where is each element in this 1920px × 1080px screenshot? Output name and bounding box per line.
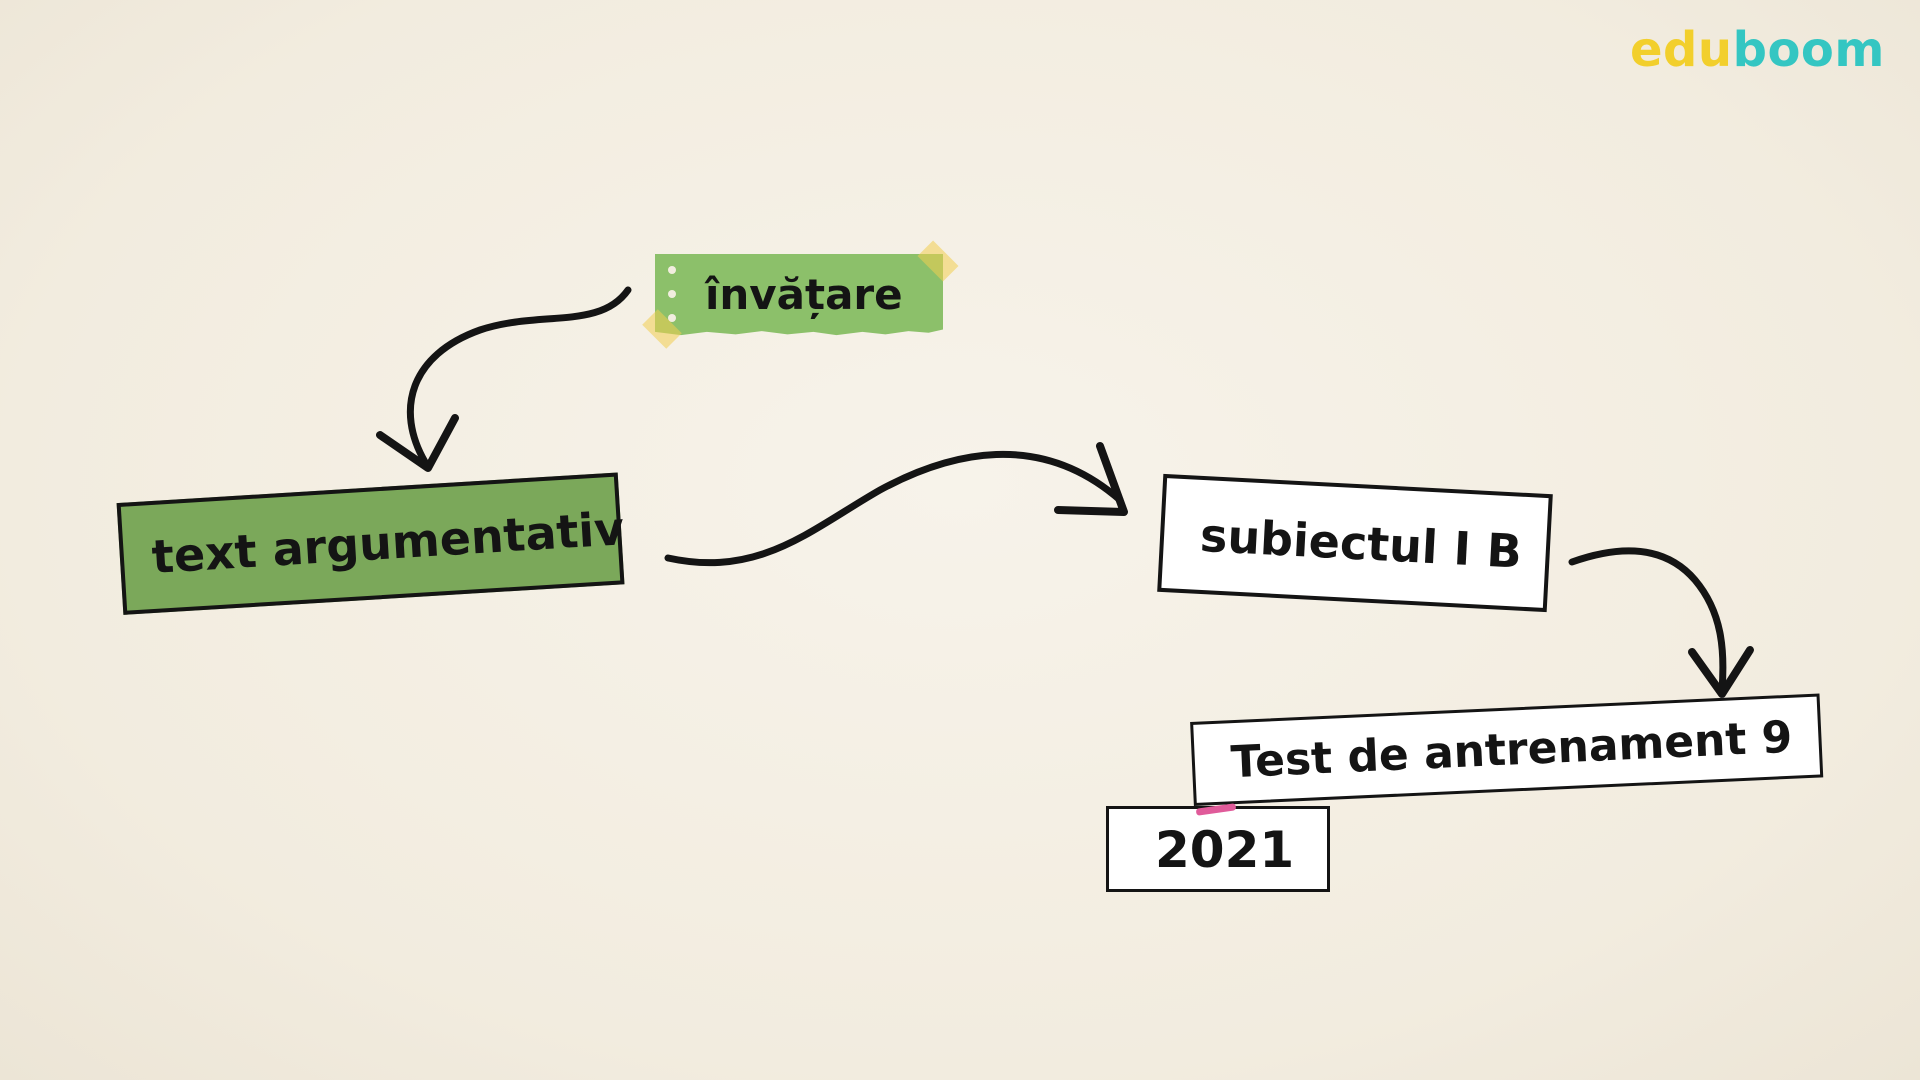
node-test-antrenament-label: Test de antrenament 9 bbox=[1229, 711, 1794, 789]
node-year-label: 2021 bbox=[1155, 821, 1295, 879]
node-subiectul: subiectul I B bbox=[1157, 473, 1553, 613]
logo-boom: boom bbox=[1732, 22, 1885, 78]
arrowhead-3 bbox=[1688, 646, 1754, 698]
logo-edu: edu bbox=[1630, 22, 1733, 78]
arrowhead-2 bbox=[1054, 442, 1128, 516]
arrow-subiect-to-test bbox=[1568, 547, 1727, 694]
binder-hole bbox=[668, 290, 676, 298]
eduboom-logo: eduboom bbox=[1630, 22, 1885, 78]
binder-hole bbox=[668, 266, 676, 274]
arrowhead-1 bbox=[376, 414, 459, 472]
arrow-invatare-to-argument bbox=[407, 286, 632, 466]
arrow-argument-to-subiect bbox=[664, 450, 1124, 567]
node-year: 2021 bbox=[1106, 806, 1330, 892]
binder-hole bbox=[668, 314, 676, 322]
node-subiectul-label: subiectul I B bbox=[1198, 507, 1524, 579]
node-invatare-label: învățare bbox=[705, 270, 903, 319]
node-invatare: învățare bbox=[655, 254, 943, 336]
node-text-argumentativ-label: text argumentativ bbox=[150, 501, 626, 584]
